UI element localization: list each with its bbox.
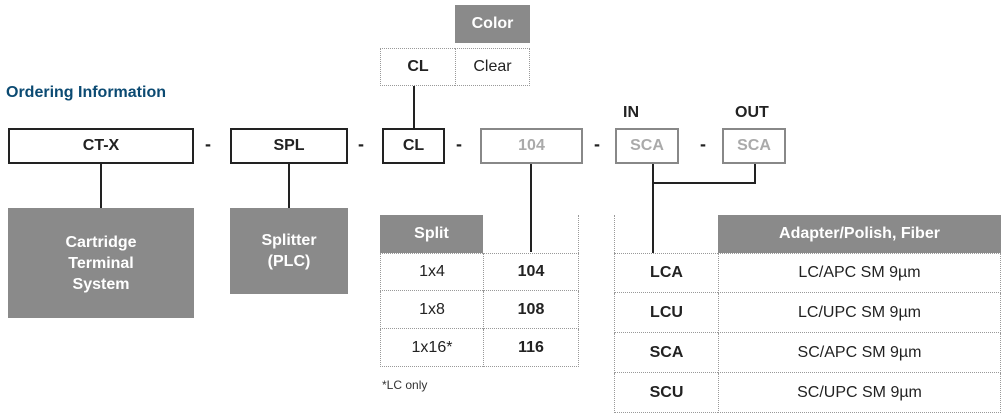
code-box-out: SCA — [722, 128, 786, 164]
connector-split — [530, 164, 532, 252]
code-box-split: 104 — [480, 128, 583, 164]
ordering-info-title: Ordering Information — [6, 84, 166, 101]
separator: - — [594, 134, 600, 154]
code-box-color: CL — [382, 128, 445, 164]
split-header-spacer — [483, 215, 579, 253]
adapter-header-spacer — [614, 215, 718, 253]
separator: - — [700, 134, 706, 154]
color-value: Clear — [455, 48, 530, 86]
cts-line3: System — [72, 275, 130, 293]
cts-line2: Terminal — [68, 254, 134, 272]
spl-line1: Splitter — [261, 232, 317, 249]
out-label: OUT — [735, 104, 769, 121]
separator: - — [358, 134, 364, 154]
connector-ctx — [100, 164, 102, 210]
adapter-desc: SC/APC SM 9µm — [718, 333, 1001, 373]
split-ratio: 1x8 — [380, 291, 483, 329]
adapter-desc: SC/UPC SM 9µm — [718, 373, 1001, 413]
connector-spl — [288, 164, 290, 210]
connector-out — [754, 164, 756, 184]
split-code: 116 — [483, 329, 579, 367]
adapter-desc: LC/APC SM 9µm — [718, 253, 1001, 293]
code-box-spl: SPL — [230, 128, 348, 164]
split-footnote: *LC only — [382, 378, 428, 392]
split-header: Split — [380, 215, 483, 253]
adapter-desc: LC/UPC SM 9µm — [718, 293, 1001, 333]
code-box-ctx: CT-X — [8, 128, 194, 164]
split-code: 108 — [483, 291, 579, 329]
color-code: CL — [380, 48, 455, 86]
spl-line2: (PLC) — [267, 253, 311, 270]
adapter-code: SCA — [614, 333, 718, 373]
connector-in-out — [652, 182, 756, 184]
split-code: 104 — [483, 253, 579, 291]
cts-line1: Cartridge — [65, 233, 137, 251]
adapter-code: SCU — [614, 373, 718, 413]
adapter-code: LCA — [614, 253, 718, 293]
adapter-header: Adapter/Polish, Fiber — [718, 215, 1001, 253]
split-ratio: 1x16* — [380, 329, 483, 367]
separator: - — [456, 134, 462, 154]
adapter-code: LCU — [614, 293, 718, 333]
code-box-in: SCA — [615, 128, 679, 164]
cts-description: Cartridge Terminal System — [8, 208, 194, 318]
spl-description: Splitter (PLC) — [230, 208, 348, 294]
split-ratio: 1x4 — [380, 253, 483, 291]
separator: - — [205, 134, 211, 154]
connector-in — [652, 164, 654, 253]
in-label: IN — [623, 104, 639, 121]
color-header: Color — [455, 5, 530, 43]
connector-color — [413, 86, 415, 128]
